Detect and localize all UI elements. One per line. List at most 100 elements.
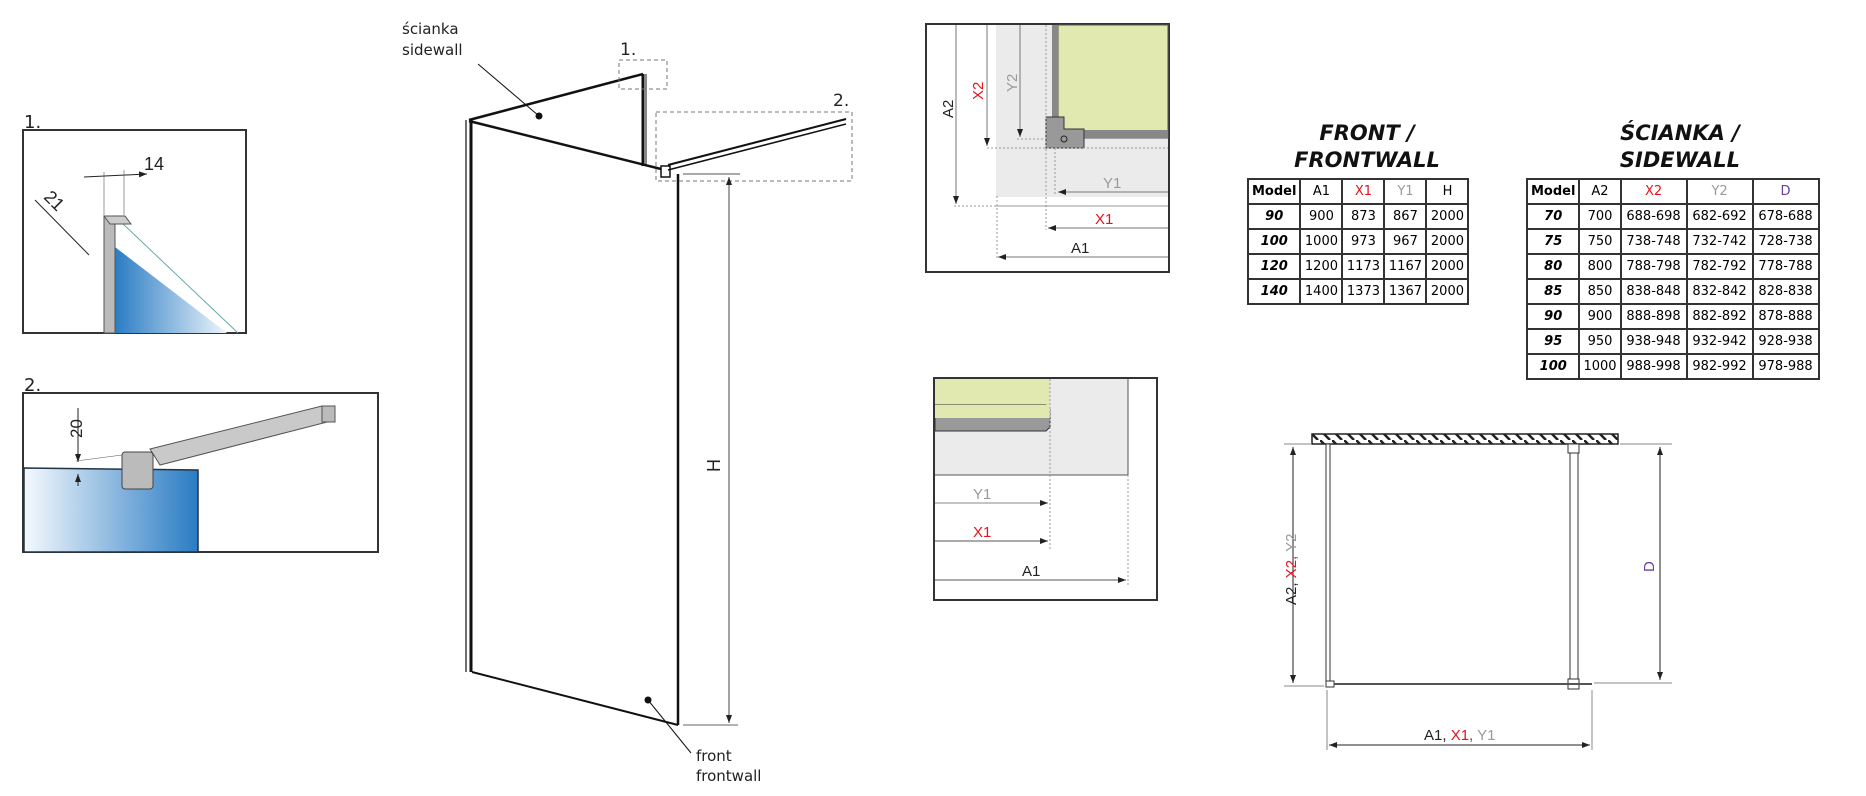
value-cell: 873 <box>1341 203 1386 230</box>
value-cell: 1173 <box>1341 253 1386 280</box>
plan-depth-label: D <box>1641 561 1658 572</box>
height-label: H <box>704 459 724 472</box>
value-cell: 1200 <box>1299 253 1344 280</box>
header-y1: Y1 <box>1383 178 1428 205</box>
corner-y1-label: Y1 <box>1103 175 1121 192</box>
model-cell: 85 <box>1525 278 1581 305</box>
plan-horizontal-label: A1, X1, Y1 <box>1424 727 1495 744</box>
corner-x1-label: X1 <box>1095 211 1113 228</box>
value-cell: 2000 <box>1425 253 1470 280</box>
model-cell: 95 <box>1525 328 1581 355</box>
end-x1-label: X1 <box>973 524 991 541</box>
value-cell: 1000 <box>1299 228 1344 255</box>
value-cell: 2000 <box>1425 203 1470 230</box>
detail-1: 1. 14 21 <box>22 112 247 334</box>
value-cell: 778-788 <box>1751 253 1820 280</box>
model-cell: 100 <box>1525 353 1581 380</box>
value-cell: 882-892 <box>1685 303 1754 330</box>
value-cell: 832-842 <box>1685 278 1754 305</box>
model-cell: 90 <box>1246 203 1302 230</box>
value-cell: 878-888 <box>1751 303 1820 330</box>
plan-y1: Y1 <box>1477 727 1495 744</box>
value-cell: 700 <box>1578 203 1622 230</box>
detail-2-title: 2. <box>24 375 41 396</box>
value-cell: 788-798 <box>1619 253 1688 280</box>
value-cell: 738-748 <box>1619 228 1688 255</box>
value-cell: 828-838 <box>1751 278 1820 305</box>
end-a1-label: A1 <box>1022 563 1040 580</box>
main-perspective: ścianka sidewall 1. 2. H front frontwall <box>402 20 853 785</box>
sidewall-title-line1: ŚCIANKA / <box>1620 121 1740 145</box>
detail-2: 2. 20 <box>22 375 379 553</box>
value-cell: 782-792 <box>1685 253 1754 280</box>
front-title-line2: FRONTWALL <box>1294 148 1440 172</box>
value-cell: 1167 <box>1383 253 1428 280</box>
header-d: D <box>1751 178 1820 205</box>
front-title-line1: FRONT / <box>1319 121 1415 145</box>
plan-x2: X2, <box>1283 556 1300 579</box>
value-cell: 928-938 <box>1751 328 1820 355</box>
model-cell: 140 <box>1246 278 1302 305</box>
plan-view: A2, X2, Y2 D A1, X1, Y1 <box>1283 433 1672 750</box>
front-label-pl: front <box>696 747 732 765</box>
front-table-title: FRONT / FRONTWALL <box>1247 120 1487 174</box>
front-label-en: frontwall <box>696 767 761 785</box>
value-cell: 888-898 <box>1619 303 1688 330</box>
plan-a1: A1, <box>1424 727 1447 744</box>
model-cell: 120 <box>1246 253 1302 280</box>
sidewall-label-pl: ścianka <box>402 20 459 38</box>
value-cell: 973 <box>1341 228 1386 255</box>
end-detail: Y1 X1 A1 <box>933 377 1158 601</box>
value-cell: 900 <box>1578 303 1622 330</box>
corner-x2-label: X2 <box>970 82 987 100</box>
table-header: Model A2 X2 Y2 D <box>1525 178 1820 205</box>
model-cell: 80 <box>1525 253 1581 280</box>
value-cell: 988-998 <box>1619 353 1688 380</box>
sidewall-title-line2: SIDEWALL <box>1619 148 1741 172</box>
detail-1-title: 1. <box>24 112 41 133</box>
header-model: Model <box>1525 178 1581 205</box>
plan-a2: A2, <box>1283 582 1300 605</box>
value-cell: 978-988 <box>1751 353 1820 380</box>
plan-y2: Y2 <box>1283 534 1300 552</box>
corner-a2-label: A2 <box>940 100 957 118</box>
header-h: H <box>1425 178 1470 205</box>
sidewall-table-title: ŚCIANKA / SIDEWALL <box>1560 120 1800 174</box>
value-cell: 982-992 <box>1685 353 1754 380</box>
value-cell: 938-948 <box>1619 328 1688 355</box>
value-cell: 1367 <box>1383 278 1428 305</box>
value-cell: 1400 <box>1299 278 1344 305</box>
value-cell: 800 <box>1578 253 1622 280</box>
value-cell: 682-692 <box>1685 203 1754 230</box>
corner-a1-label: A1 <box>1071 240 1089 257</box>
header-a2: A2 <box>1578 178 1622 205</box>
value-cell: 967 <box>1383 228 1428 255</box>
value-cell: 728-738 <box>1751 228 1820 255</box>
model-cell: 75 <box>1525 228 1581 255</box>
model-cell: 70 <box>1525 203 1581 230</box>
value-cell: 1373 <box>1341 278 1386 305</box>
dim-14: 14 <box>144 154 164 174</box>
header-x2: X2 <box>1619 178 1688 205</box>
value-cell: 867 <box>1383 203 1428 230</box>
header-a1: A1 <box>1299 178 1344 205</box>
value-cell: 838-848 <box>1619 278 1688 305</box>
header-y2: Y2 <box>1685 178 1754 205</box>
value-cell: 932-942 <box>1685 328 1754 355</box>
dim-20: 20 <box>67 419 86 438</box>
sidewall-label-en: sidewall <box>402 41 463 59</box>
value-cell: 950 <box>1578 328 1622 355</box>
value-cell: 2000 <box>1425 278 1470 305</box>
